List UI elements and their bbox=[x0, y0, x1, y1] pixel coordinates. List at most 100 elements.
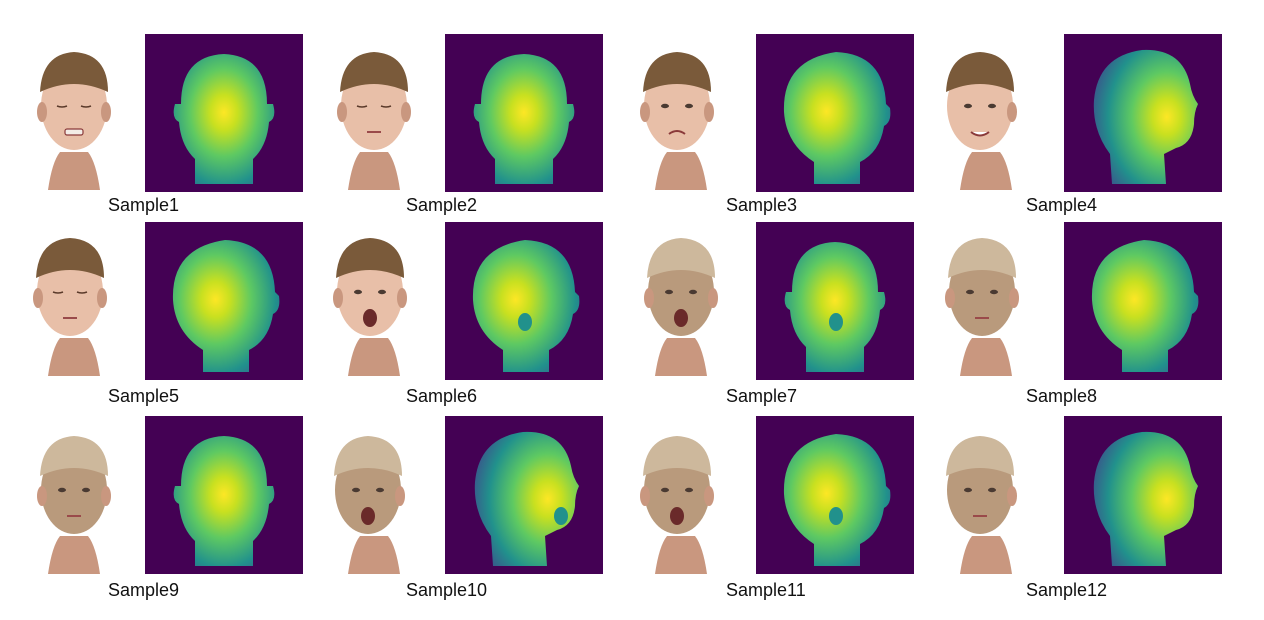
depth-head-silhouette bbox=[783, 52, 891, 184]
ear-shape bbox=[33, 288, 43, 308]
hair-cap bbox=[643, 52, 711, 92]
eye bbox=[661, 487, 669, 493]
ear-shape bbox=[37, 102, 47, 122]
ear-shape bbox=[704, 102, 714, 122]
hair-cap bbox=[946, 52, 1014, 92]
neck-shape bbox=[655, 152, 707, 190]
depth-head-silhouette bbox=[173, 436, 275, 566]
mouth-frown bbox=[668, 130, 686, 135]
head-photo bbox=[337, 52, 411, 190]
eye-closed bbox=[380, 105, 392, 108]
ear-shape bbox=[101, 486, 111, 506]
eye bbox=[988, 487, 996, 493]
ear-shape bbox=[97, 288, 107, 308]
depth-head-silhouette bbox=[173, 54, 275, 184]
sample-label: Sample9 bbox=[108, 580, 180, 600]
head-photo bbox=[946, 52, 1017, 190]
sample-depth-map bbox=[756, 222, 914, 380]
depth-head-silhouette bbox=[473, 54, 575, 184]
sample-photo bbox=[644, 238, 718, 376]
eye bbox=[354, 289, 362, 295]
hair-cap bbox=[340, 52, 408, 92]
ear-shape bbox=[708, 288, 718, 308]
ear-shape bbox=[337, 102, 347, 122]
ear-shape bbox=[1007, 102, 1017, 122]
head-photo bbox=[640, 52, 714, 190]
sample-photo bbox=[640, 52, 714, 190]
head-photo bbox=[333, 238, 407, 376]
eye bbox=[685, 103, 693, 109]
sample-photo bbox=[946, 436, 1017, 574]
sample-depth-map bbox=[445, 222, 603, 380]
sample-photo bbox=[946, 52, 1017, 190]
hair-cap bbox=[40, 436, 108, 476]
sample-label: Sample2 bbox=[406, 195, 478, 215]
neck-shape bbox=[348, 536, 400, 574]
eye-closed bbox=[80, 105, 92, 108]
head-photo bbox=[33, 238, 107, 376]
ear-shape bbox=[945, 288, 955, 308]
sample-photo bbox=[37, 52, 111, 190]
neck-shape bbox=[960, 152, 1012, 190]
sample-depth-map bbox=[145, 34, 303, 192]
neck-shape bbox=[48, 152, 100, 190]
ear-shape bbox=[397, 288, 407, 308]
depth-head-silhouette bbox=[472, 240, 580, 372]
depth-head-silhouette bbox=[172, 240, 280, 372]
sample-label: Sample6 bbox=[406, 386, 478, 406]
eye bbox=[665, 289, 673, 295]
sample-label: Sample10 bbox=[406, 580, 488, 600]
neck-shape bbox=[655, 536, 707, 574]
hair-cap bbox=[643, 436, 711, 476]
mouth-grimace bbox=[64, 128, 84, 136]
eye bbox=[82, 487, 90, 493]
depth-head-silhouette bbox=[1093, 49, 1198, 184]
hair-cap bbox=[40, 52, 108, 92]
sample-label: Sample12 bbox=[1026, 580, 1108, 600]
sample-photo bbox=[333, 238, 407, 376]
sample-photo bbox=[945, 238, 1019, 376]
sample-label: Sample5 bbox=[108, 386, 180, 406]
sample-depth-map bbox=[445, 34, 603, 192]
sample-depth-map bbox=[1064, 416, 1222, 574]
eye bbox=[376, 487, 384, 493]
hair-cap bbox=[336, 238, 404, 278]
eye bbox=[685, 487, 693, 493]
eye bbox=[378, 289, 386, 295]
head-photo bbox=[37, 436, 111, 574]
sample-depth-map bbox=[1064, 222, 1222, 380]
sample-depth-map bbox=[756, 416, 914, 574]
hair-cap bbox=[946, 436, 1014, 476]
neck-shape bbox=[655, 338, 707, 376]
mouth-open bbox=[361, 507, 375, 525]
mouth-open bbox=[670, 507, 684, 525]
head-photo bbox=[946, 436, 1017, 574]
neck-shape bbox=[348, 152, 400, 190]
ear-shape bbox=[1007, 486, 1017, 506]
neck-shape bbox=[348, 338, 400, 376]
hair-cap bbox=[334, 436, 402, 476]
head-photo bbox=[945, 238, 1019, 376]
head-photo bbox=[334, 436, 405, 574]
eye bbox=[988, 103, 996, 109]
ear-shape bbox=[640, 486, 650, 506]
depth-head-silhouette bbox=[784, 242, 886, 372]
depth-mouth-cavity bbox=[829, 313, 843, 331]
mouth-open bbox=[674, 309, 688, 327]
sample-depth-map bbox=[756, 34, 914, 192]
sample-depth-map bbox=[445, 416, 603, 574]
eye-closed bbox=[52, 291, 64, 294]
sample-label: Sample4 bbox=[1026, 195, 1098, 215]
ear-shape bbox=[101, 102, 111, 122]
sample-photo bbox=[37, 436, 111, 574]
ear-shape bbox=[1009, 288, 1019, 308]
hair-cap bbox=[647, 238, 715, 278]
sample-depth-map bbox=[1064, 34, 1222, 192]
eye-closed bbox=[356, 105, 368, 108]
depth-mouth-cavity bbox=[554, 507, 568, 525]
eye bbox=[964, 487, 972, 493]
eye-closed bbox=[56, 105, 68, 108]
depth-head-silhouette bbox=[474, 431, 579, 566]
sample-photo bbox=[640, 436, 714, 574]
sample-label: Sample3 bbox=[726, 195, 798, 215]
